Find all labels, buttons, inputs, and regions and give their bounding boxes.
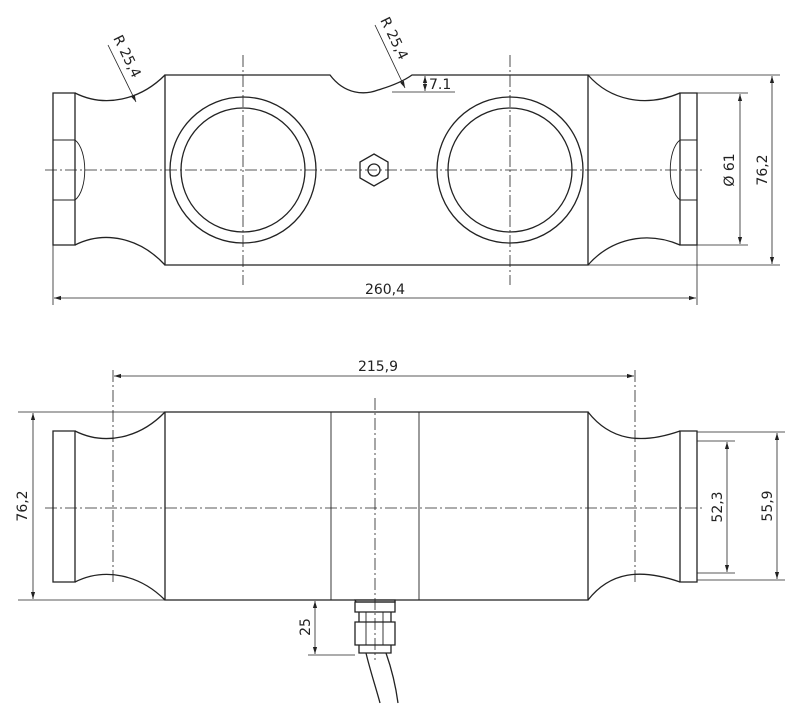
connector-offset-label: 25 (298, 618, 314, 636)
top-left-end-block (52, 92, 76, 246)
notch-depth-label: 7.1 (429, 77, 451, 93)
top-left-saddle (74, 74, 166, 266)
side-left-end-block (52, 430, 76, 583)
radius-left-label: R 25,4 (109, 33, 143, 81)
top-left-pin-notch (74, 139, 86, 201)
side-height-label: 76,2 (15, 490, 31, 521)
hole-diameter-label: Ø 61 (722, 153, 738, 186)
pin-spacing-label: 215,9 (358, 359, 398, 375)
top-height-label: 76,2 (755, 154, 771, 185)
radius-left-leader (107, 44, 137, 103)
top-main-body (164, 74, 589, 266)
top-right-end-block (679, 92, 698, 246)
inner-height-label: 52,3 (710, 491, 726, 522)
side-view: 215,9 76,2 52,3 55,9 25 (15, 359, 785, 704)
overall-length-label: 260,4 (365, 282, 405, 298)
cable (365, 652, 399, 704)
top-right-saddle (587, 74, 681, 266)
cable-connector-body (354, 601, 396, 654)
outer-height-label: 55,9 (760, 490, 776, 521)
top-view: R 25,4 R 25,4 7.1 Ø 61 76,2 260,4 (45, 15, 780, 305)
radius-right-leader (374, 24, 406, 89)
side-main-body (164, 411, 589, 601)
side-right-end-block (679, 430, 698, 583)
center-hex-nut (359, 153, 389, 187)
side-left-saddle (74, 411, 166, 601)
side-right-saddle (587, 411, 681, 601)
